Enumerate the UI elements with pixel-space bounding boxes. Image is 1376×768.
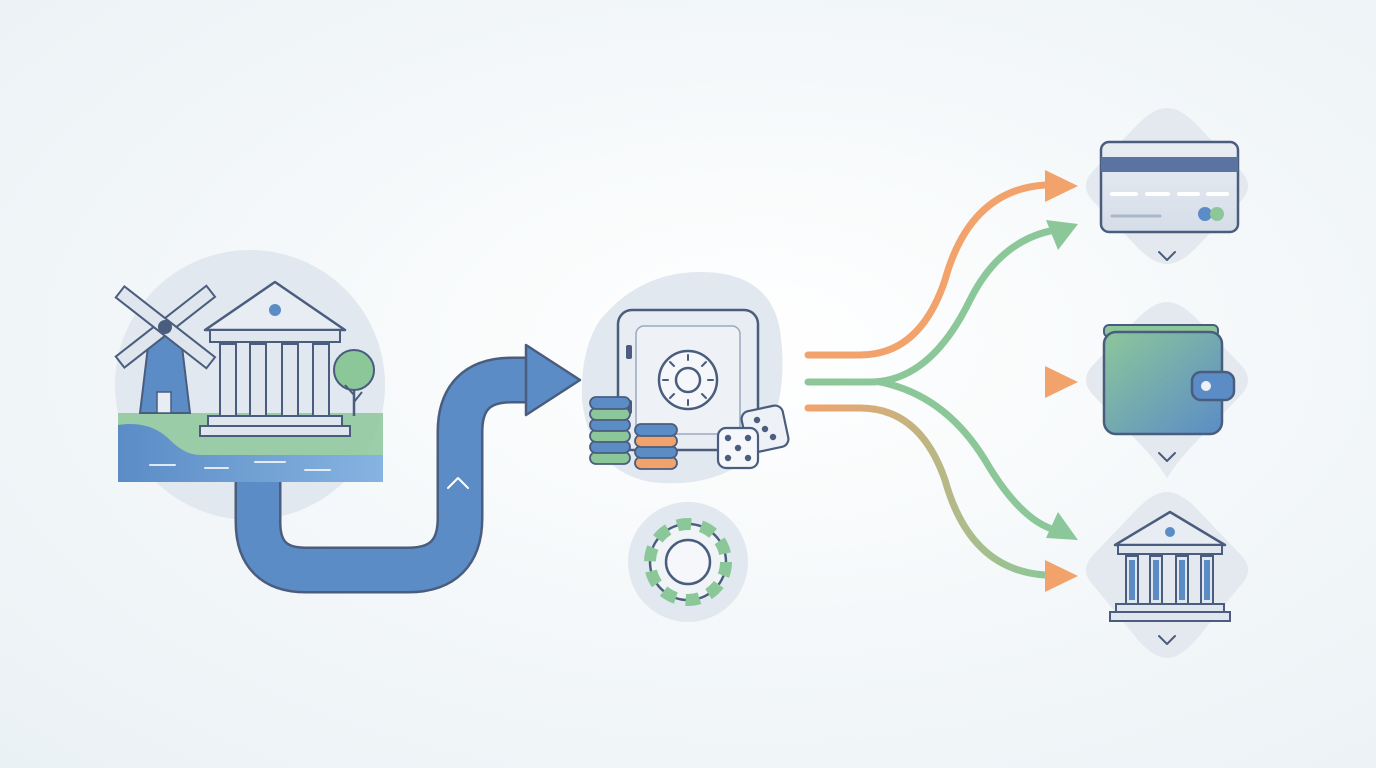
source-scene xyxy=(114,250,385,520)
chevron-up-icon xyxy=(447,477,469,489)
arrowhead-green-bank xyxy=(1046,512,1078,540)
arrowhead-orange-card xyxy=(1045,170,1078,202)
destination-card xyxy=(1086,108,1248,264)
hub-scene xyxy=(581,272,790,622)
bank-building-icon xyxy=(199,280,351,437)
casino-chip-icon xyxy=(628,502,748,622)
windmill-icon xyxy=(114,284,217,414)
dice-icon xyxy=(716,404,790,470)
flow-arrowheads xyxy=(1045,170,1078,592)
safe-icon xyxy=(616,308,760,452)
flow-line-green-to-bank xyxy=(876,378,1059,534)
credit-card-icon xyxy=(1099,140,1240,234)
arrowhead-green-card xyxy=(1046,220,1078,250)
flow-line-orange-to-card xyxy=(804,181,1049,359)
arrowhead-orange-bank xyxy=(1045,560,1078,592)
chevron-down-icon xyxy=(1158,452,1176,462)
destination-wallet xyxy=(1086,302,1248,478)
transfer-arrow xyxy=(234,343,582,594)
canal-water-icon xyxy=(118,424,383,482)
chevron-down-icon xyxy=(1158,251,1176,261)
flow-line-orange-to-bank xyxy=(804,404,1049,579)
bank-icon xyxy=(1109,510,1231,622)
wallet-icon xyxy=(1102,324,1236,436)
destination-bank xyxy=(1086,492,1248,658)
coin-stack-icon xyxy=(589,396,678,470)
tree-icon xyxy=(333,349,375,416)
flow-line-green-to-card xyxy=(804,226,1059,386)
chevron-down-icon xyxy=(1158,635,1176,645)
arrowhead-wallet xyxy=(1045,366,1078,398)
split-flows xyxy=(804,181,1059,579)
